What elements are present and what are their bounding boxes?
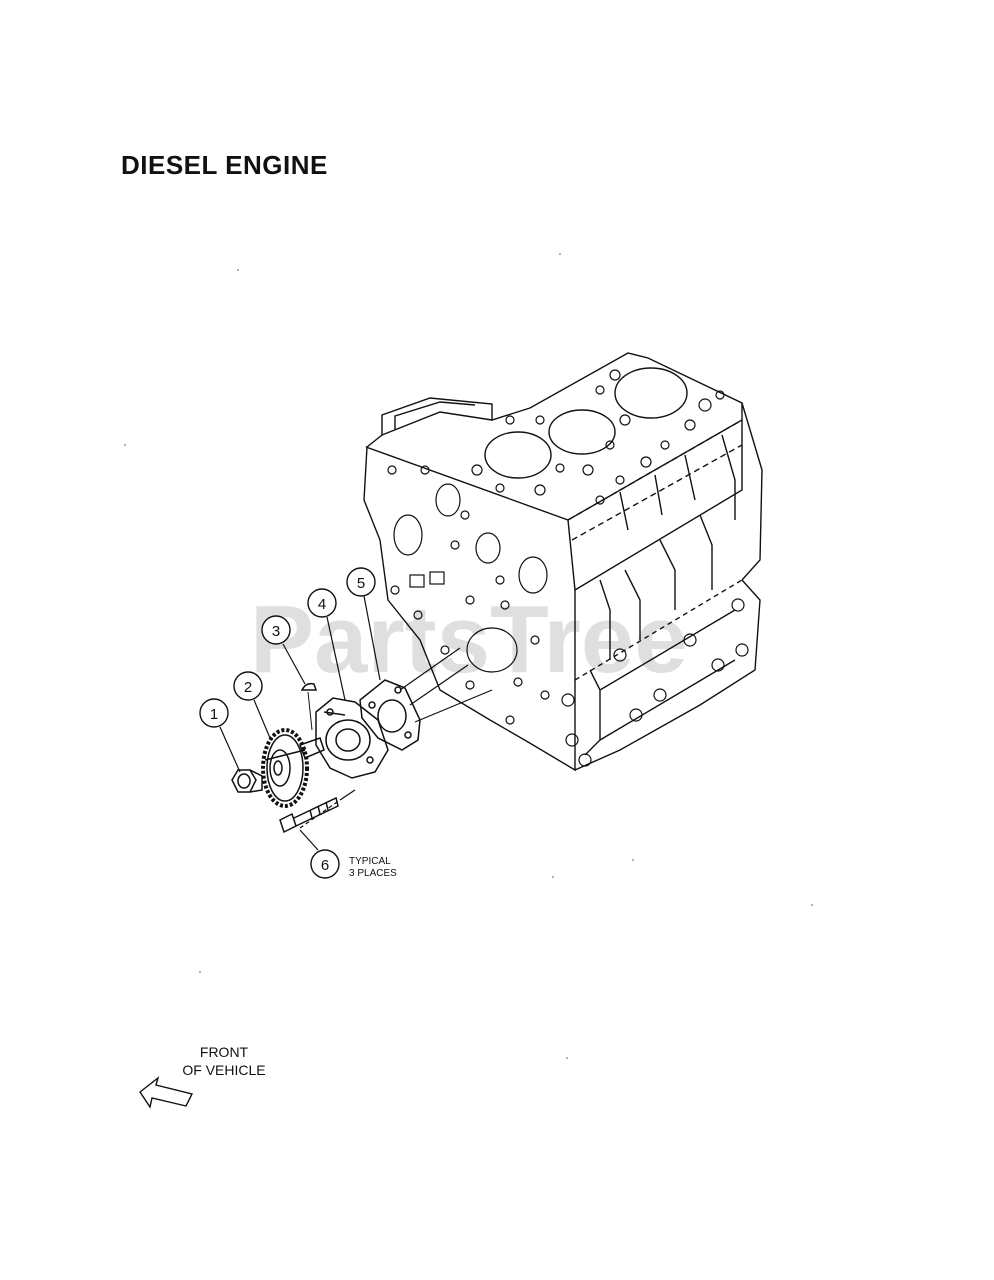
direction-line-1: FRONT bbox=[200, 1044, 249, 1060]
bolt-part bbox=[279, 796, 339, 834]
note-line-1: TYPICAL bbox=[349, 856, 391, 867]
gasket-part bbox=[359, 679, 421, 751]
note-line-2: 3 PLACES bbox=[349, 868, 397, 879]
callout-1: 1 bbox=[199, 698, 241, 773]
callout-3: 3 bbox=[261, 615, 306, 685]
callout-6-label: 6 bbox=[321, 857, 329, 874]
callout-6: 6 bbox=[299, 829, 340, 879]
callout-3-label: 3 bbox=[272, 623, 280, 640]
engine-block-illustration bbox=[363, 352, 763, 772]
page-title: DIESEL ENGINE bbox=[121, 150, 328, 180]
woodruff-key-part bbox=[300, 682, 318, 731]
callout-4: 4 bbox=[307, 588, 346, 701]
callout-4-label: 4 bbox=[318, 596, 326, 613]
scan-specks bbox=[124, 253, 813, 1059]
callout-2: 2 bbox=[233, 671, 271, 739]
direction-line-2: OF VEHICLE bbox=[182, 1062, 265, 1078]
front-arrow-icon bbox=[139, 1076, 194, 1109]
callout-2-label: 2 bbox=[244, 679, 252, 696]
callout-5: 5 bbox=[346, 567, 381, 681]
callout-1-label: 1 bbox=[210, 706, 218, 723]
oil-pump-body-part bbox=[315, 697, 389, 779]
hex-nut-part bbox=[231, 769, 263, 793]
drive-gear-part bbox=[261, 728, 309, 808]
callout-5-label: 5 bbox=[357, 575, 365, 592]
